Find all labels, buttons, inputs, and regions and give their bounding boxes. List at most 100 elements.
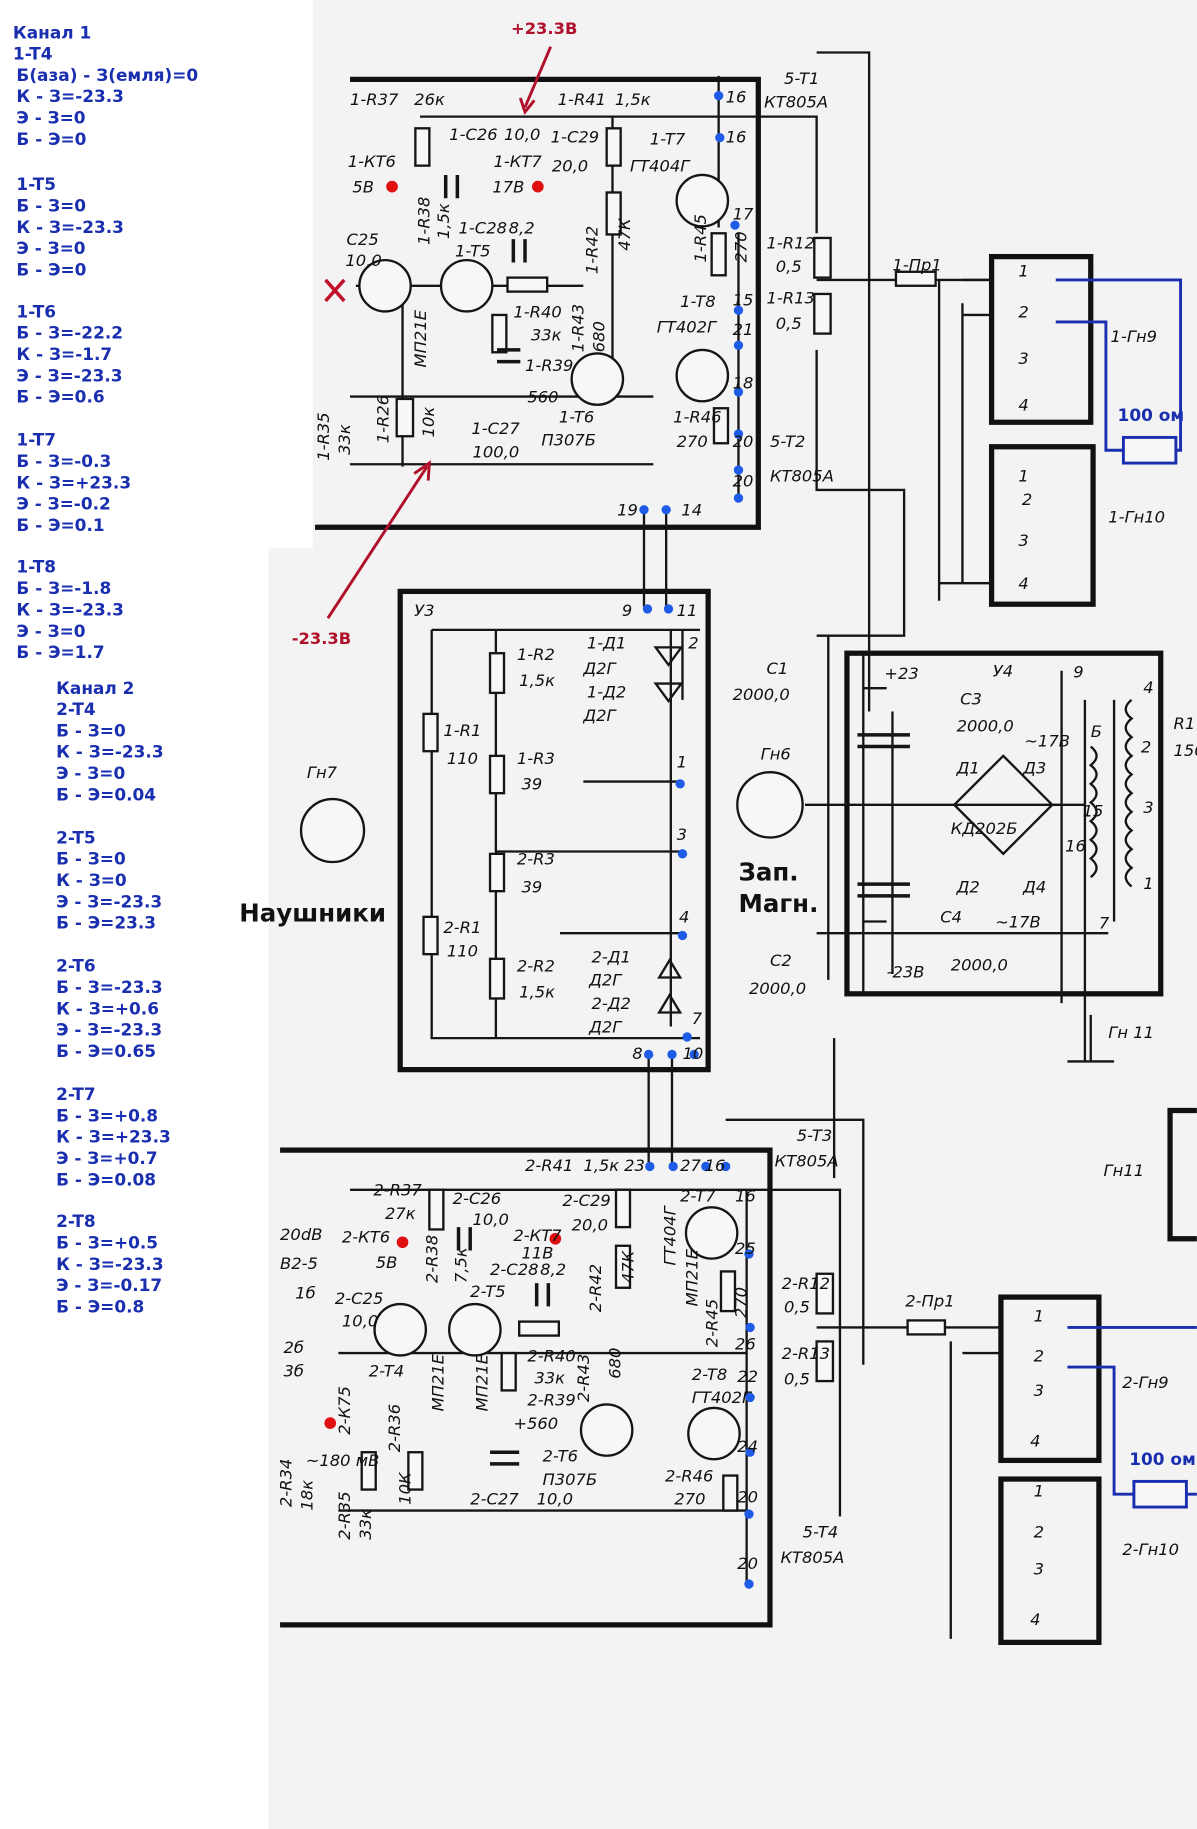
component-label: 5-T3 xyxy=(797,1126,832,1145)
voltage-reading: Э - З=0 xyxy=(16,108,85,128)
component-label: 1-КТ6 xyxy=(348,152,396,171)
tape-label-line2: Магн. xyxy=(738,889,818,918)
component-label: Д2Г xyxy=(588,1017,623,1036)
component-label: 19 xyxy=(617,501,638,520)
component-label: 2-R37 xyxy=(373,1181,422,1200)
probe-points xyxy=(324,90,755,1589)
transistor-name: 2-T6 xyxy=(56,956,96,976)
transformer xyxy=(1088,698,1134,922)
arrowhead-icon xyxy=(518,97,536,115)
component-label: ~17В xyxy=(1024,732,1070,751)
voltage-reading: Б - З=0 xyxy=(56,720,126,740)
component-label: 20 xyxy=(733,471,754,490)
component-label: 1-R39 xyxy=(525,356,573,375)
component-label: Д3 xyxy=(1022,758,1046,777)
probe-dot xyxy=(642,604,653,614)
component-label: 26к xyxy=(414,90,445,109)
voltage-reading: Б - З=+0.8 xyxy=(56,1105,158,1125)
component-label: Д2Г xyxy=(588,971,623,990)
component-label: 2-КТ6 xyxy=(342,1227,390,1246)
component-label: 2-R13 xyxy=(782,1344,830,1363)
voltage-reading: К - З=+23.3 xyxy=(16,472,131,492)
component-label: 1-R35 xyxy=(314,412,333,460)
probe-dot xyxy=(677,930,688,941)
component-label: -23В xyxy=(887,962,925,981)
voltage-reading: К - З=+0.6 xyxy=(56,998,159,1018)
component-label: 3 xyxy=(1143,798,1153,817)
component-label: C2 xyxy=(770,951,792,970)
component-label: КТ805А xyxy=(764,92,828,111)
component-label: +23 xyxy=(884,664,918,683)
component-label: 1-R38 xyxy=(414,197,433,245)
component-label: ГТ402Г xyxy=(657,317,718,336)
component-label: 10к xyxy=(419,407,438,438)
component-label: 18к xyxy=(298,1480,317,1511)
component-label: 16 xyxy=(705,1156,726,1175)
jack-2gn10 xyxy=(998,1476,1102,1645)
transistor-2-t6 xyxy=(579,1403,634,1457)
component-label: C4 xyxy=(940,908,962,927)
transistor-1-t4 xyxy=(358,258,412,313)
scan-background-strip xyxy=(268,548,316,1829)
probe-dot xyxy=(675,779,685,789)
headphones-label: Наушники xyxy=(239,898,386,927)
voltage-reading: Б - Э=0.8 xyxy=(56,1296,144,1316)
component-label: МП21Е xyxy=(683,1248,702,1306)
component-label: 0,5 xyxy=(784,1370,810,1389)
voltage-reading: К - З=-23.3 xyxy=(16,599,124,619)
voltage-reading: Б - Э=0.65 xyxy=(56,1041,156,1061)
test-point-dot xyxy=(396,1236,409,1249)
component-label: 17В xyxy=(492,177,524,196)
probe-dot xyxy=(745,1392,755,1403)
probe-dot xyxy=(730,220,740,230)
transistor-name: 1-T4 xyxy=(13,43,53,63)
component-label: 1-T5 xyxy=(455,242,490,261)
component-label: Гн7 xyxy=(307,763,338,782)
component-label: 1-Д1 xyxy=(587,634,626,653)
component-label: 270 xyxy=(677,432,708,451)
transistor-name: 2-T8 xyxy=(56,1211,96,1231)
component-label: R1 xyxy=(1174,714,1196,733)
probe-dot xyxy=(645,1161,655,1172)
component-label: 1-T8 xyxy=(680,292,715,311)
component-label: 10,0 xyxy=(345,251,381,270)
component-label: 1-C29 xyxy=(551,127,599,146)
component-label: 1 xyxy=(677,753,687,772)
component-label: 2-T8 xyxy=(692,1365,727,1384)
probe-dot xyxy=(733,429,744,439)
component-label: 10К xyxy=(396,1471,415,1505)
component-label: 4 xyxy=(1018,574,1028,593)
component-label: КТ805А xyxy=(775,1151,839,1170)
component-label: 10,0 xyxy=(473,1210,509,1229)
component-label: ГТ404Г xyxy=(630,156,691,175)
transistor-1-t5 xyxy=(439,258,494,313)
component-label: 1-Д2 xyxy=(587,683,626,702)
component-label: 10,0 xyxy=(504,125,540,144)
voltage-reading: Б - З=+0.5 xyxy=(56,1232,158,1252)
component-label: 0,5 xyxy=(776,314,802,333)
component-label: 16 xyxy=(726,127,747,146)
probe-dot xyxy=(745,1322,755,1333)
transistor-name: 2-T7 xyxy=(56,1084,96,1104)
component-label: 2-Гн9 xyxy=(1122,1373,1168,1392)
component-label: 1-КТ7 xyxy=(494,152,543,171)
component-label: 2 xyxy=(1034,1346,1044,1365)
component-label: 2-R1 xyxy=(443,918,481,937)
component-label: +560 xyxy=(513,1414,558,1433)
component-label: 2-К75 xyxy=(335,1386,354,1435)
test-point-dot xyxy=(549,1232,562,1245)
component-label: 14 xyxy=(681,501,702,520)
component-label: 10,0 xyxy=(537,1490,573,1509)
component-label: 4 xyxy=(1143,678,1153,697)
component-label: 1-R46 xyxy=(673,407,721,426)
capacitors xyxy=(443,174,910,1466)
voltage-reading: Б - З=-0.3 xyxy=(16,451,111,471)
probe-dot xyxy=(663,604,674,614)
component-label: 1-Гн10 xyxy=(1108,508,1165,527)
component-label: 2-T5 xyxy=(470,1282,505,1301)
minus-voltage-arrow xyxy=(326,465,429,620)
component-label: Гн11 xyxy=(1104,1161,1145,1180)
probe-dot xyxy=(744,1509,754,1519)
component-label: 2-Д1 xyxy=(592,947,631,966)
